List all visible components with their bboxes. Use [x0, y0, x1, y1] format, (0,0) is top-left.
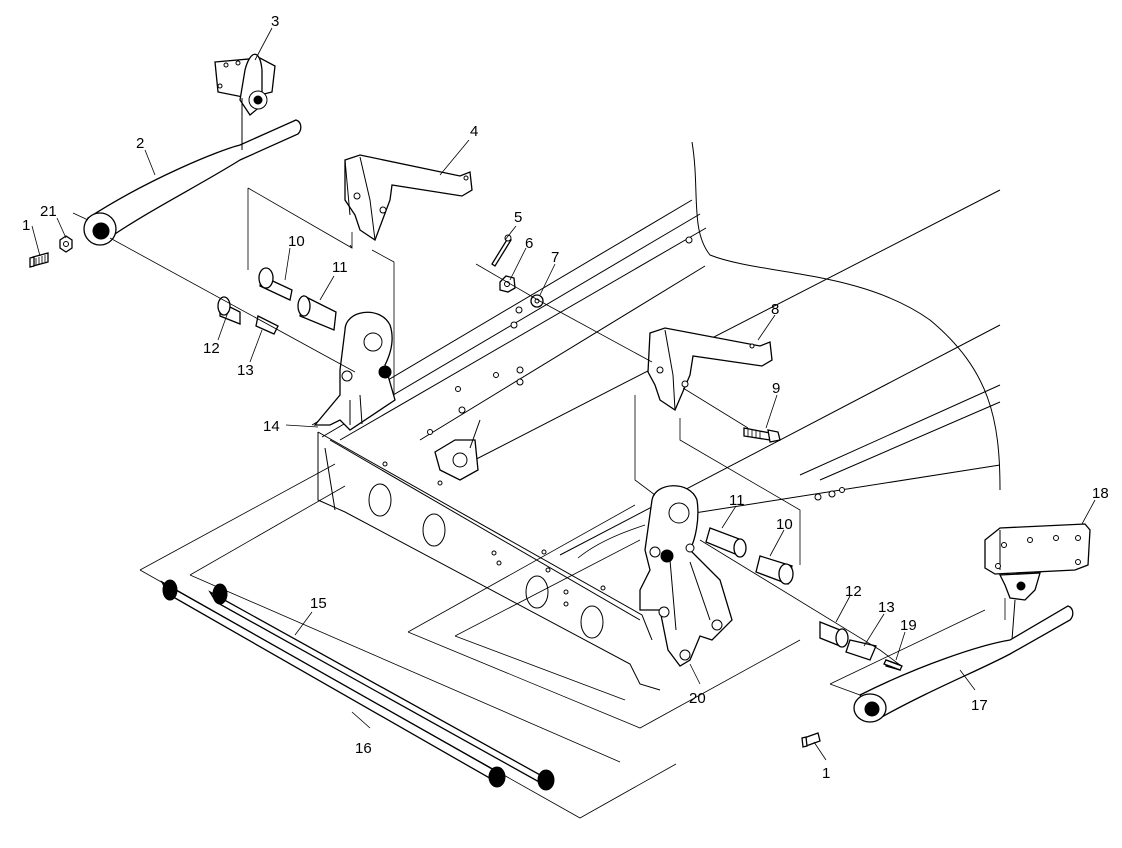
cross-member [317, 431, 661, 691]
bolt-9 [743, 427, 781, 443]
right-bushings [705, 527, 901, 671]
cab-floor-outline [691, 141, 1001, 491]
callout-5: 5 [514, 209, 522, 226]
fasteners-5-6-7 [491, 234, 544, 308]
callout-14: 14 [263, 418, 280, 435]
part-17-arm [853, 605, 1074, 723]
callout-20: 20 [689, 690, 706, 707]
callout-6: 6 [525, 235, 533, 252]
callout-11-left: 11 [332, 259, 348, 276]
callout-15: 15 [310, 595, 327, 612]
callout-13-right: 13 [878, 599, 895, 616]
part-18-bracket [984, 523, 1091, 641]
callout-10-left: 10 [288, 233, 305, 250]
callout-21: 21 [40, 203, 57, 220]
torsion-bars [160, 579, 555, 791]
callout-labels: 1 21 2 3 4 10 11 5 6 7 8 9 12 13 14 11 1… [22, 13, 1109, 782]
part-8-bracket [647, 327, 773, 411]
left-bolt-nut [29, 235, 73, 268]
part-3-bracket [214, 53, 276, 116]
left-bushings [217, 267, 337, 335]
callout-3: 3 [271, 13, 279, 30]
callout-1-right: 1 [822, 765, 830, 782]
left-pivot-bracket [313, 311, 396, 431]
callout-4: 4 [470, 123, 478, 140]
callout-8: 8 [771, 301, 779, 318]
part-4-bracket [344, 154, 473, 241]
callout-12-left: 12 [203, 340, 220, 357]
middle-clip-bracket [434, 419, 481, 481]
callout-2: 2 [136, 135, 144, 152]
callout-12-right: 12 [845, 583, 862, 600]
callout-18: 18 [1092, 485, 1109, 502]
callout-13-left: 13 [237, 362, 254, 379]
callout-10-right: 10 [776, 516, 793, 533]
callout-9: 9 [772, 380, 780, 397]
part-2-arm [83, 98, 302, 246]
callout-16: 16 [355, 740, 372, 757]
bolt-19 [883, 659, 903, 671]
callout-7: 7 [551, 249, 559, 266]
bolt-1-right [801, 732, 821, 748]
assembly-lines [109, 187, 1006, 819]
callout-19: 19 [900, 617, 917, 634]
callout-11-right: 11 [729, 492, 745, 509]
right-pivot-bracket [639, 485, 733, 667]
callout-17: 17 [971, 697, 988, 714]
callout-1-left: 1 [22, 217, 30, 234]
callout-leaders [31, 27, 1096, 761]
